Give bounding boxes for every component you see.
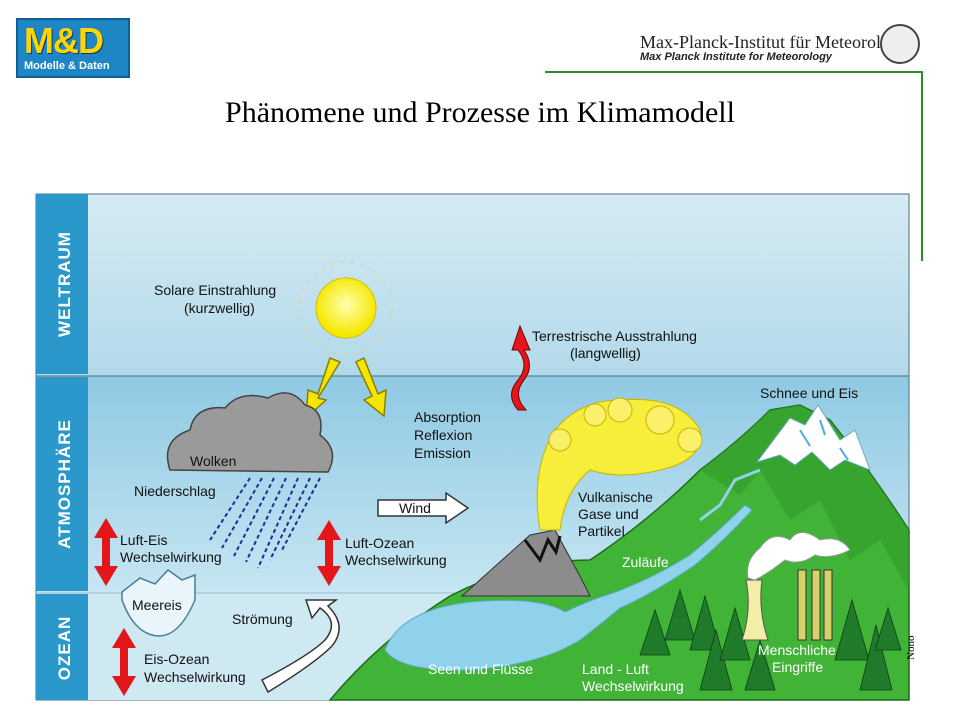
chimney-1 xyxy=(797,569,807,641)
label-ice-ocean-1: Eis-Ozean xyxy=(144,651,209,667)
snow-peaks xyxy=(755,404,871,471)
md-logo-text: M&D xyxy=(24,20,104,61)
label-volcanic-3: Partikel xyxy=(578,523,625,539)
river xyxy=(699,468,761,522)
label-lakes-rivers: Seen und Flüsse xyxy=(428,661,533,677)
sun-icon xyxy=(299,261,393,355)
cooling-tower xyxy=(741,579,769,641)
label-wind: Wind xyxy=(399,500,431,516)
forest xyxy=(639,588,902,691)
label-current: Strömung xyxy=(232,611,293,627)
zone-label-atmosphere: ATMOSPHÄRE xyxy=(55,419,74,549)
label-air-ocean-2: Wechselwirkung xyxy=(345,552,447,568)
mpi-globe-icon xyxy=(880,24,920,64)
wind-arrow xyxy=(377,491,470,525)
space-zone xyxy=(36,194,909,376)
zone-band-ocean xyxy=(36,594,88,700)
label-volcanic-2: Gase und xyxy=(578,506,639,522)
institute-name: Max-Planck-Institut für Meteorologie Max… xyxy=(640,32,912,63)
label-solar-2: (kurzwellig) xyxy=(184,300,255,316)
zone-label-space: WELTRAUM xyxy=(55,231,74,337)
label-terrestrial-1: Terrestrische Ausstrahlung xyxy=(532,328,697,344)
label-reflexion: Reflexion xyxy=(414,427,472,443)
chimney-2 xyxy=(811,569,821,641)
current-arrow xyxy=(260,599,340,694)
label-air-ice-1: Luft-Eis xyxy=(120,532,167,548)
label-clouds: Wolken xyxy=(190,453,236,469)
zone-label-ocean: OZEAN xyxy=(55,616,74,681)
institute-name-de: Max-Planck-Institut für Meteorologie xyxy=(640,32,912,52)
md-logo: M&D Modelle & Daten xyxy=(16,18,130,78)
label-human-1: Menschliche xyxy=(758,642,836,658)
label-absorption: Absorption xyxy=(414,409,481,425)
label-precipitation: Niederschlag xyxy=(134,483,216,499)
volcanic-plume xyxy=(536,397,703,531)
chimney-3 xyxy=(823,569,833,641)
header-divider xyxy=(545,71,923,73)
label-sea-ice: Meereis xyxy=(132,597,182,613)
label-land-air-1: Land - Luft xyxy=(582,661,649,677)
label-emission: Emission xyxy=(414,445,471,461)
side-note: Nono xyxy=(905,635,917,660)
cloud xyxy=(166,392,334,473)
label-terrestrial-2: (langwellig) xyxy=(570,345,641,361)
lake xyxy=(384,504,753,671)
label-land-air-2: Wechselwirkung xyxy=(582,678,684,694)
label-snow-ice: Schnee und Eis xyxy=(760,385,858,401)
smoke xyxy=(747,532,851,581)
solar-arrow-left xyxy=(305,357,342,420)
solar-arrow-right xyxy=(355,356,387,418)
zone-band-space xyxy=(36,194,88,374)
md-logo-subtitle: Modelle & Daten xyxy=(24,60,110,72)
precipitation-lines xyxy=(209,477,321,569)
label-volcanic-1: Vulkanische xyxy=(578,489,653,505)
label-tributaries: Zuläufe xyxy=(622,554,669,570)
terrestrial-arrow xyxy=(511,324,531,411)
ice-ocean-arrow xyxy=(112,628,136,696)
zone-band-atmosphere xyxy=(36,377,88,591)
label-ice-ocean-2: Wechselwirkung xyxy=(144,669,246,685)
sea-ice xyxy=(121,569,196,637)
institute-name-en: Max Planck Institute for Meteorology xyxy=(640,51,832,63)
air-ice-arrow xyxy=(94,518,118,586)
label-air-ice-2: Wechselwirkung xyxy=(120,549,222,565)
label-human-2: Eingriffe xyxy=(772,659,823,675)
mountain-dark-ridge xyxy=(700,405,909,590)
label-solar-1: Solare Einstrahlung xyxy=(154,282,276,298)
label-air-ocean-1: Luft-Ozean xyxy=(345,535,414,551)
page-title: Phänomene und Prozesse im Klimamodell xyxy=(225,96,735,129)
header-divider-vertical xyxy=(921,71,923,261)
air-ocean-arrow xyxy=(317,520,341,586)
